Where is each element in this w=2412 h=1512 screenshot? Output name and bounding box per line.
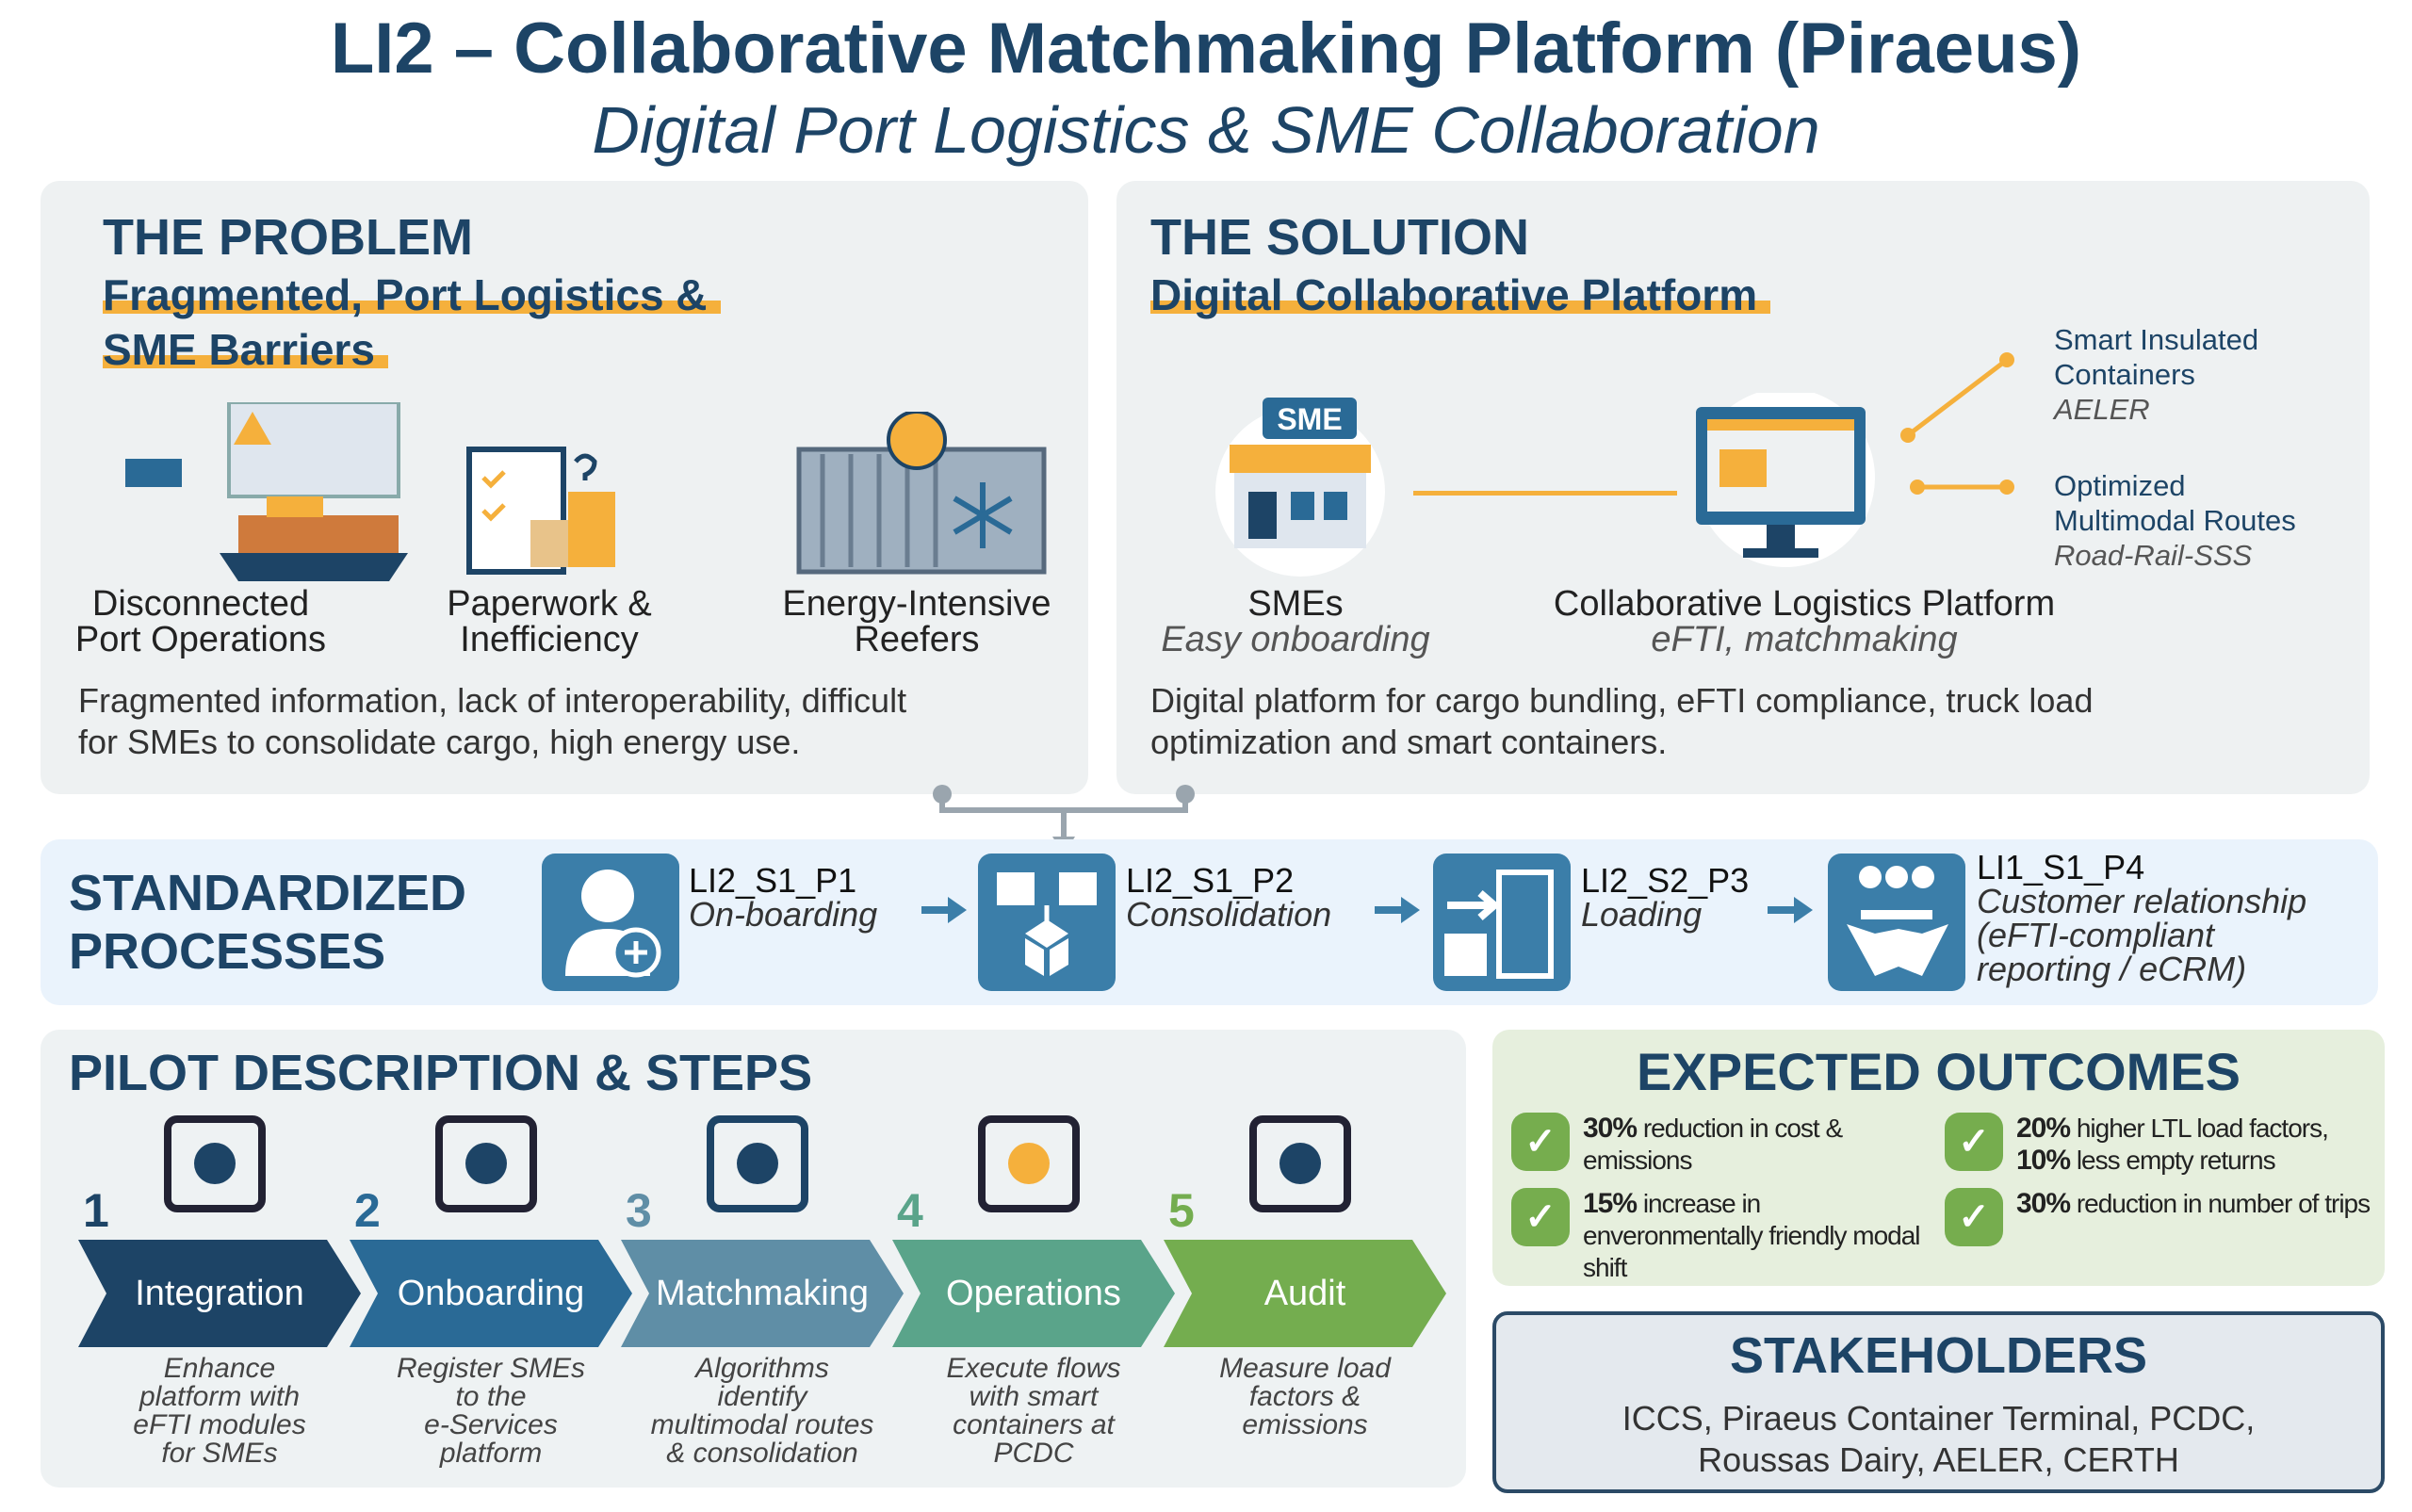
step-number: 5: [1168, 1184, 1195, 1237]
problem-panel: THE PROBLEM Fragmented, Port Logistics &…: [41, 181, 1088, 794]
step-chevron: Onboarding: [350, 1240, 632, 1347]
outcomes-heading: EXPECTED OUTCOMES: [1637, 1042, 2241, 1101]
outcomes-panel: EXPECTED OUTCOMES ✓30% reduction in cost…: [1492, 1030, 2385, 1286]
step-number: 1: [83, 1184, 109, 1237]
integration-icon: [154, 1105, 276, 1227]
puzzle-icon: [696, 1105, 819, 1227]
arrow-right-icon: [1768, 897, 1813, 923]
problem-subheading: Fragmented, Port Logistics &SME Barriers: [103, 268, 721, 377]
solution-description: Digital platform for cargo bundling, eFT…: [1150, 681, 2094, 761]
step-chevron: Audit: [1164, 1240, 1446, 1347]
sme-shop-icon: SME: [1215, 398, 1385, 577]
outcome-item: ✓20% higher LTL load factors,10% less em…: [1945, 1113, 2373, 1177]
solution-heading: THE SOLUTION: [1150, 209, 1529, 266]
step-number: 4: [897, 1184, 923, 1237]
consolidation-boxes-icon: [978, 854, 1116, 991]
pilot-heading: PILOT DESCRIPTION & STEPS: [69, 1045, 813, 1101]
outcomes-list: ✓30% reduction in cost & emissions ✓20% …: [1511, 1113, 2373, 1284]
step-number: 3: [626, 1184, 652, 1237]
solution-panel: THE SOLUTION Digital Collaborative Platf…: [1116, 181, 2370, 794]
outcome-text: 30% reduction in number of trips: [2016, 1188, 2371, 1219]
check-icon: ✓: [1511, 1113, 1570, 1171]
problem-item-label: Paperwork &Inefficiency: [447, 584, 652, 659]
step-number: 2: [354, 1184, 381, 1237]
outcome-item: ✓30% reduction in cost & emissions: [1511, 1113, 1940, 1177]
user-add-icon: [542, 854, 679, 991]
stakeholders-heading: STAKEHOLDERS: [1729, 1327, 2148, 1384]
stakeholders-list: ICCS, Piraeus Container Terminal, PCDC,R…: [1622, 1399, 2256, 1479]
step-chevron: Matchmaking: [621, 1240, 904, 1347]
arrow-right-icon: [1375, 897, 1420, 923]
handshake-icon: [1828, 854, 1965, 991]
arrow-right-icon: [921, 897, 967, 923]
svg-text:SME: SME: [1277, 402, 1342, 436]
step-chevron: Integration: [78, 1240, 361, 1347]
paperwork-icon: [466, 447, 615, 575]
stakeholders-panel: STAKEHOLDERS ICCS, Piraeus Container Ter…: [1492, 1311, 2385, 1493]
outcome-text: 15% increase in enveronmentally friendly…: [1583, 1188, 1921, 1282]
platform-monitor-icon: [1696, 393, 1875, 567]
page-subtitle: Digital Port Logistics & SME Collaborati…: [592, 93, 1820, 167]
step-chevron: Operations: [892, 1240, 1175, 1347]
outcome-text: 20% higher LTL load factors,10% less emp…: [2016, 1113, 2329, 1176]
audit-controls-icon: [1239, 1105, 1361, 1227]
pilot-panel: PILOT DESCRIPTION & STEPS 1 Integration …: [41, 1030, 1466, 1488]
outcome-item: ✓15% increase in enveronmentally friendl…: [1511, 1188, 1940, 1284]
check-icon: ✓: [1945, 1188, 2003, 1246]
reefer-container-icon: [796, 412, 1047, 575]
check-icon: ✓: [1511, 1188, 1570, 1246]
port-operations-icon: [125, 402, 408, 581]
truck-loading-icon: [1433, 854, 1571, 991]
feature-connectors: [1900, 352, 2014, 495]
smart-container-icon: [968, 1105, 1090, 1227]
onboarding-monitor-icon: [425, 1105, 547, 1227]
page-title: LI2 – Collaborative Matchmaking Platform…: [330, 8, 2082, 89]
solution-subheading: Digital Collaborative Platform: [1150, 268, 1771, 322]
connector-line: [1413, 491, 1677, 496]
problem-heading: THE PROBLEM: [103, 209, 474, 266]
check-icon: ✓: [1945, 1113, 2003, 1171]
outcome-item: ✓ 30% reduction in number of trips: [1945, 1188, 2373, 1284]
problem-description: Fragmented information, lack of interope…: [78, 681, 907, 761]
outcome-text: 30% reduction in cost & emissions: [1583, 1113, 1843, 1175]
